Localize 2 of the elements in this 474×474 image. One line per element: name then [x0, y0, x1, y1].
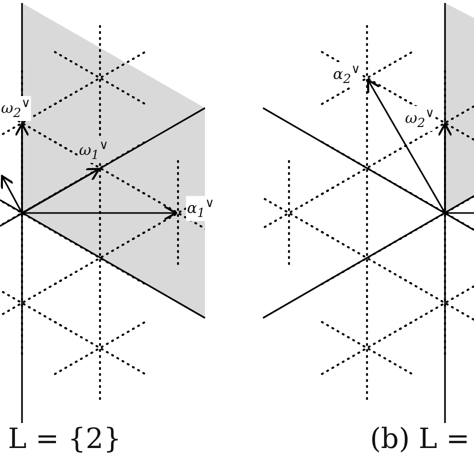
subfigure-caption: (b) L = [370, 425, 470, 453]
subfigure-caption: L = {2} [8, 425, 122, 453]
